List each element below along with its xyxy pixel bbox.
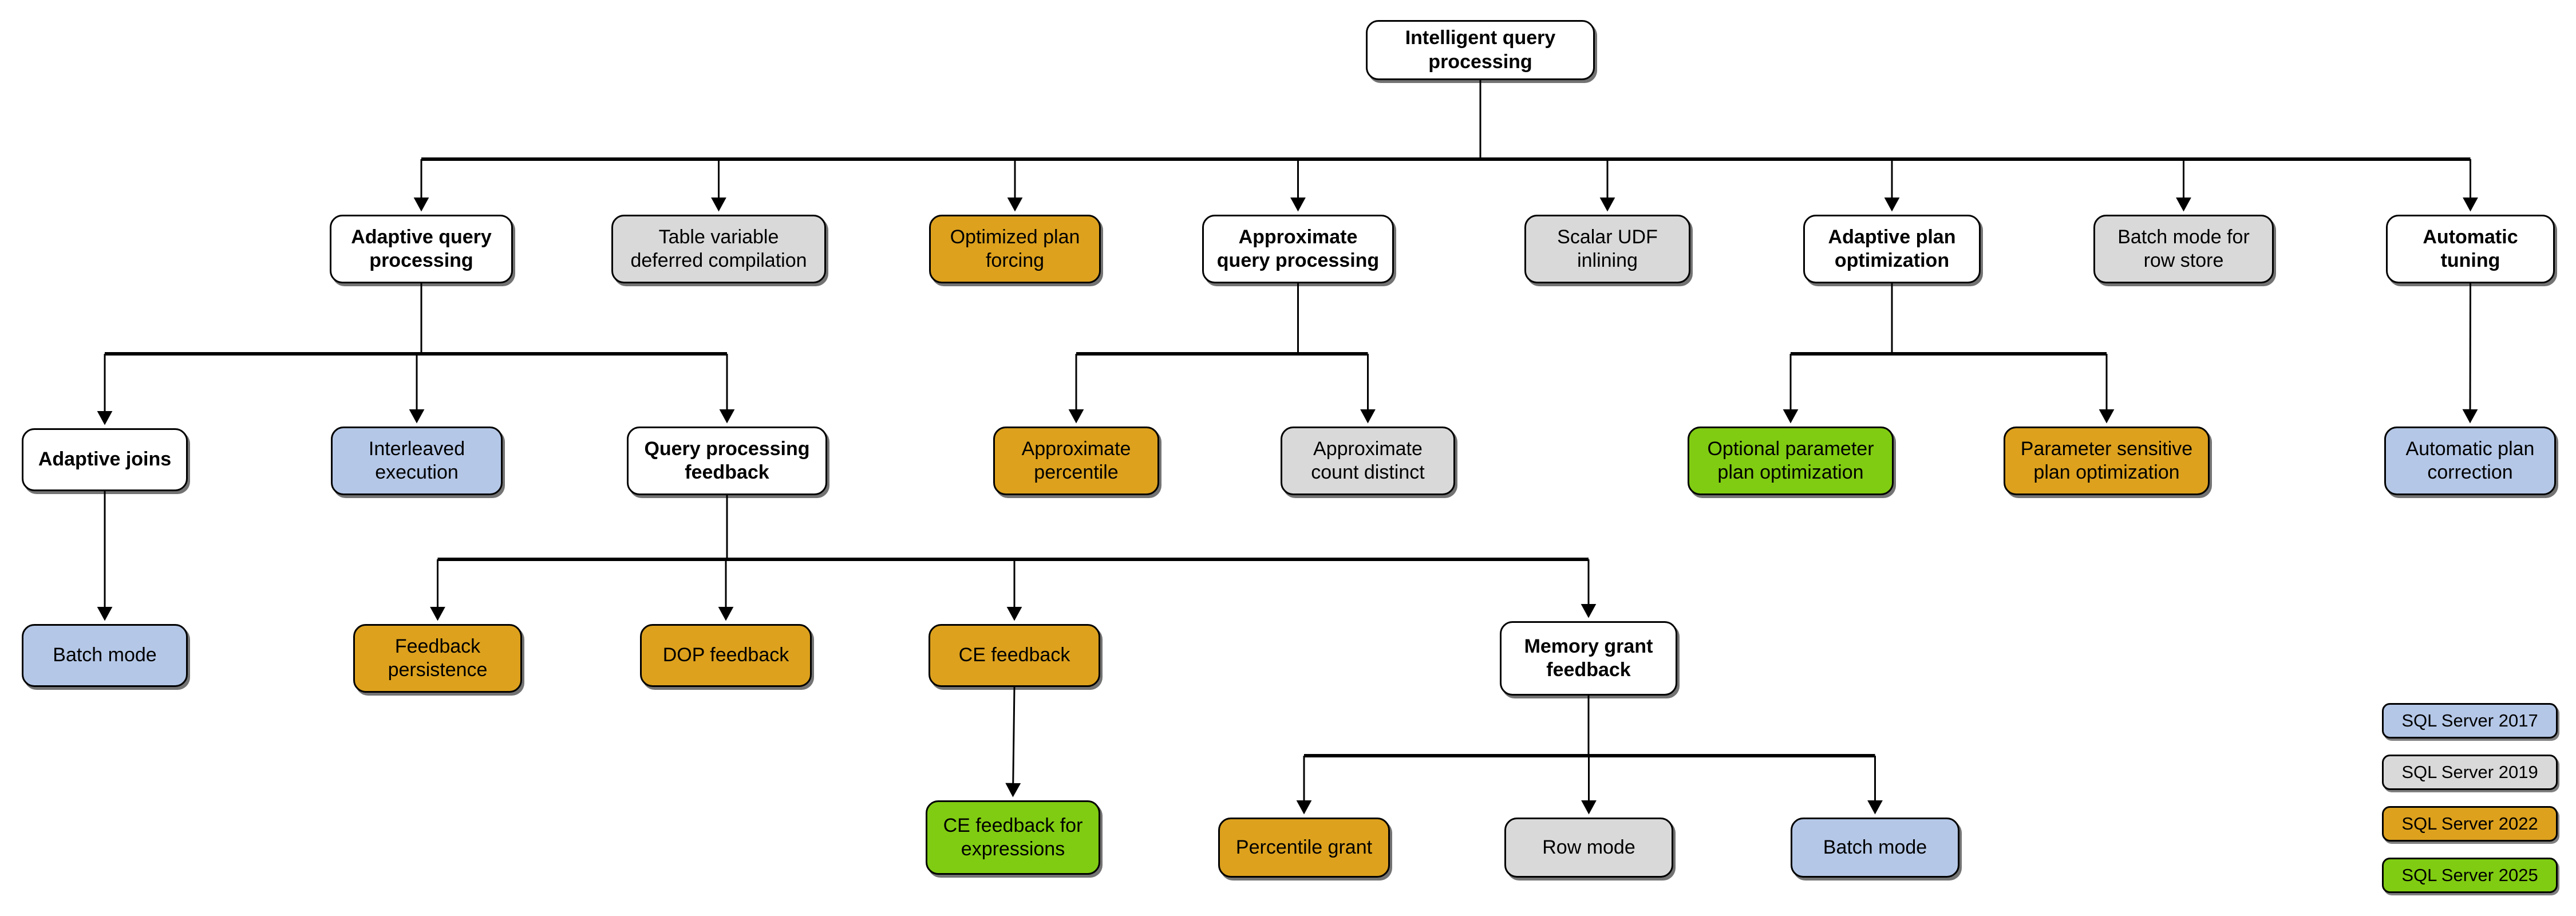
node-dopfb[interactable]: DOP feedback (640, 624, 812, 687)
node-fbpersist[interactable]: Feedback persistence (353, 624, 522, 693)
node-pctgrant[interactable]: Percentile grant (1218, 818, 1390, 878)
node-autotune[interactable]: Automatic tuning (2386, 215, 2555, 283)
node-rowmode[interactable]: Row mode (1504, 818, 1673, 878)
legend-item-sql-server-2025: SQL Server 2025 (2382, 858, 2558, 893)
node-approxpct[interactable]: Approximate percentile (993, 427, 1159, 495)
legend-item-sql-server-2017: SQL Server 2017 (2382, 703, 2558, 739)
node-tvdc[interactable]: Table variable deferred compilation (611, 215, 826, 283)
node-adaptjoins[interactable]: Adaptive joins (22, 428, 188, 491)
node-bmrs[interactable]: Batch mode for row store (2093, 215, 2274, 283)
legend-item-sql-server-2022: SQL Server 2022 (2382, 806, 2558, 842)
node-mgf[interactable]: Memory grant feedback (1500, 621, 1677, 696)
node-pspo[interactable]: Parameter sensitive plan optimization (2004, 427, 2210, 495)
node-batchmode2[interactable]: Batch mode (1791, 818, 1959, 878)
node-approxqp[interactable]: Approximate query processing (1202, 215, 1394, 283)
node-approxcd[interactable]: Approximate count distinct (1281, 427, 1455, 495)
node-qpf[interactable]: Query processing feedback (627, 427, 827, 495)
legend-item-sql-server-2019: SQL Server 2019 (2382, 755, 2558, 790)
connector (2462, 283, 2478, 424)
node-cefbexpr[interactable]: CE feedback for expressions (926, 800, 1100, 875)
node-cefb[interactable]: CE feedback (929, 624, 1100, 687)
node-apo[interactable]: Adaptive plan optimization (1803, 215, 1981, 283)
node-root[interactable]: Intelligent query processing (1366, 20, 1595, 80)
node-interleaved[interactable]: Interleaved execution (331, 427, 503, 495)
connector (1005, 686, 1021, 797)
node-oppo[interactable]: Optional parameter plan optimization (1688, 427, 1894, 495)
node-udf[interactable]: Scalar UDF inlining (1524, 215, 1690, 283)
node-opf[interactable]: Optimized plan forcing (929, 215, 1101, 283)
node-apc[interactable]: Automatic plan correction (2384, 427, 2556, 495)
node-batchmode1[interactable]: Batch mode (22, 624, 188, 687)
node-aqp[interactable]: Adaptive query processing (330, 215, 513, 283)
